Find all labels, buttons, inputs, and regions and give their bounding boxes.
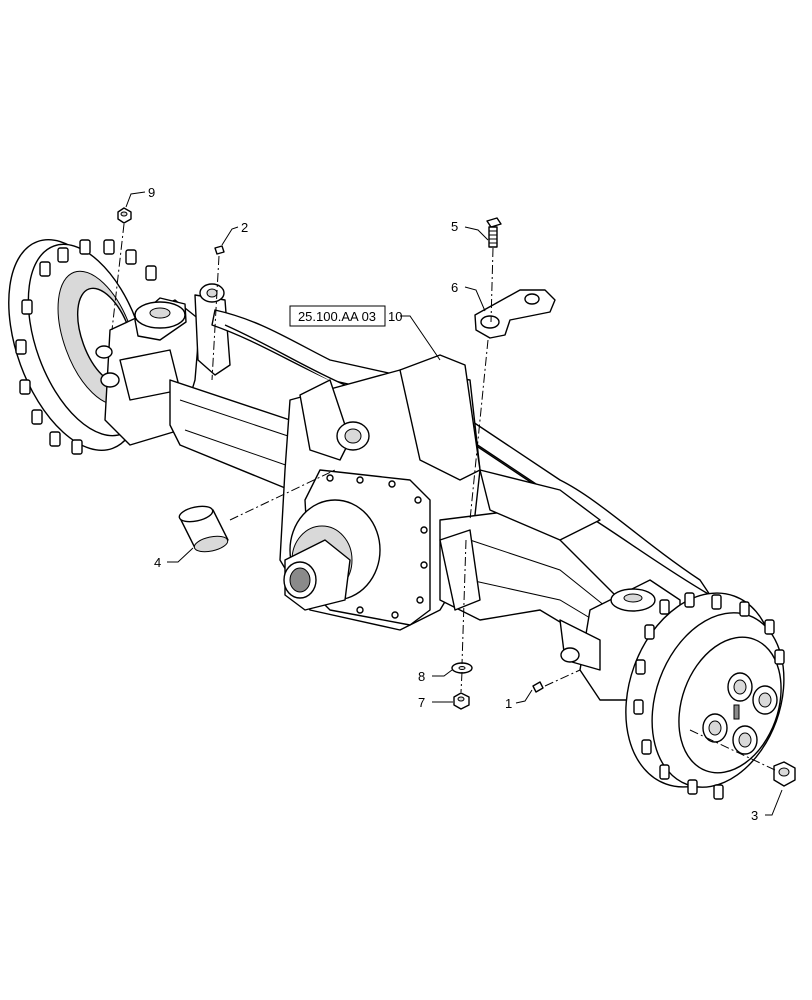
callout-10: 10 [388,309,402,324]
callout-6: 6 [451,280,458,295]
reference-label-text: 25.100.AA 03 [298,309,376,324]
callout-5: 5 [451,219,458,234]
leader-lines [125,191,783,816]
callout-9: 9 [148,185,155,200]
right-wheel-hub [625,592,785,800]
part-7-nut [453,692,470,710]
center-differential-housing [279,354,481,631]
part-3-nut [773,761,796,787]
callout-4: 4 [154,555,161,570]
callout-8: 8 [418,669,425,684]
part-9-nut [117,207,132,224]
part-8-washer [451,662,473,674]
callout-7: 7 [418,695,425,710]
part-6-bracket [474,289,556,339]
assembly-centerlines [111,223,776,771]
callout-3: 3 [751,808,758,823]
part-2-fitting [214,245,225,255]
callouts: 9 2 5 6 10 4 8 7 1 3 [148,185,758,823]
callout-1: 1 [505,696,512,711]
part-4-bushing [178,505,229,553]
callout-2: 2 [241,220,248,235]
reference-label: 25.100.AA 03 [289,305,386,327]
part-5-bolt [486,217,502,248]
part-1-fitting [532,681,544,693]
